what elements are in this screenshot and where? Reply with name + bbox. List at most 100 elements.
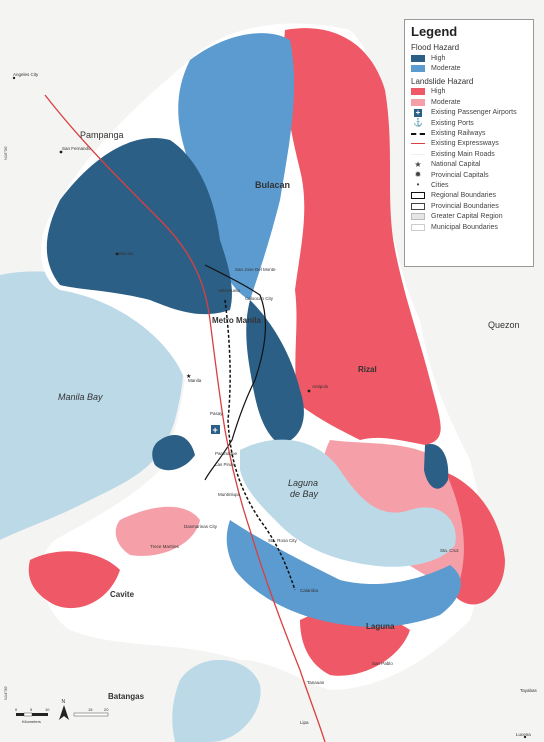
legend-label: Existing Passenger Airports [431,109,517,117]
label-caloocan: Caloocan City [245,296,274,301]
label-las-pinas: Las Pinas [215,462,236,467]
legend-item-landslide-moderate: Moderate [411,97,527,107]
airport-icon [211,425,220,434]
flood-moderate-area [178,33,295,301]
label-san-fernando: San Fernando [62,146,91,151]
label-valenzuela: Valenzuela [218,288,240,293]
label-laguna: Laguna [366,622,395,631]
label-calamba: Calamba [300,588,319,593]
label-trece: Trece Martires [150,544,180,549]
legend-label: Greater Capital Region [431,213,503,221]
legend-item-main-roads: Existing Main Roads [411,149,527,159]
legend-item-flood-moderate: Moderate [411,63,527,73]
city-dot [307,389,311,393]
flood-moderate-area-2 [226,520,461,627]
label-laguna-de-bay-2: de Bay [290,489,319,499]
city-dot [115,252,119,256]
label-manila: Manila [188,378,202,383]
legend-label: Cities [431,181,449,189]
legend-item-ports: ⚓Existing Ports [411,118,527,128]
landslide-high-area [283,28,441,445]
legend-label: High [431,54,446,62]
label-malolos: Malolos [118,251,134,256]
scale-bar-segment [32,713,48,716]
legend-flood-heading: Flood Hazard [411,43,460,52]
legend-label: National Capital [431,161,481,169]
legend-item-national-capital: ★ National Capital [411,160,527,170]
swatch-flood-moderate [411,65,425,73]
landslide-high-area-3 [28,551,120,609]
flood-high-area-2 [246,300,304,445]
label-metro-manila: Metro Manila [212,316,261,325]
label-antipolo: Antipolo [312,384,329,389]
flood-high-area-3 [152,435,195,471]
legend-label: Provincial Capitals [431,171,489,179]
legend-item-railways: Existing Railways [411,128,527,138]
city-dot [59,150,63,154]
legend-label: Provincial Boundaries [431,202,499,210]
legend-item-greater-capital: Greater Capital Region [411,211,527,221]
airport-plus: + [213,425,218,435]
scale-tick: 15 [88,707,93,712]
label-laguna-de-bay-1: Laguna [288,478,318,488]
legend-label: Moderate [431,98,461,106]
label-cavite: Cavite [110,590,135,599]
map-legend: Legend Flood Hazard High Moderate Landsl… [404,19,534,267]
swatch-landslide-high [411,88,425,96]
expressway-line [44,94,326,742]
railway-legend-line [411,132,425,135]
label-rizal: Rizal [358,365,377,374]
swatch-greater-capital [411,213,425,221]
legend-item-cities: •Cities [411,180,527,190]
main-road-legend-line [411,153,425,155]
label-manila-bay: Manila Bay [58,392,103,402]
scale-tick: 5 [30,707,33,712]
coord-label-1: N15°30' [3,146,8,160]
label-pampanga: Pampanga [80,130,124,140]
flood-high-area-4 [424,444,449,489]
north-arrow-icon [59,705,69,720]
port-icon: ⚓ [413,118,423,128]
label-tayabas: Tayabas [520,688,538,693]
label-sta-rosa: Sta. Rosa City [268,538,298,543]
scale-bar-segment [73,712,109,717]
coord-label-2: N14°30' [3,686,8,700]
provincial-capital-icon: ✹ [414,170,422,180]
legend-item-municipal-boundaries: Municipal Boundaries [411,222,527,232]
legend-item-flood-high: High [411,53,527,63]
swatch-landslide-moderate [411,98,425,106]
city-dot [12,76,16,80]
airport-legend-icon: + [414,107,422,117]
laguna-de-bay-water [240,439,456,567]
label-dasmarinas: Dasmarinas City [184,524,218,529]
legend-item-airports: + Existing Passenger Airports [411,108,527,118]
legend-landslide-heading: Landslide Hazard [411,76,474,86]
legend-label: Existing Main Roads [431,150,495,158]
expressway-legend-line [411,143,425,145]
scale-bar-segment [23,712,33,717]
swatch-flood-high [411,54,425,62]
label-muntinlupa: Muntinlupa [218,492,241,497]
scale-bar-segment [16,713,24,716]
legend-label: Existing Railways [431,130,486,138]
legend-label: Existing Expressways [431,140,499,148]
label-pasay: Pasay [210,411,223,416]
swatch-municipal-boundary [411,223,425,231]
manila-bay-water [0,271,184,540]
star-icon: ★ [414,159,422,169]
label-tanauan: Tanauan [307,680,325,685]
city-dot [523,735,527,739]
label-bulacan: Bulacan [255,180,290,190]
label-sjdm: San Jose Del Monte [235,267,276,272]
swatch-regional-boundary [411,192,425,200]
label-san-pablo: San Pablo [372,661,393,666]
north-label: N [62,699,66,705]
legend-item-provincial-capitals: ✹ Provincial Capitals [411,170,527,180]
scale-tick: 0 [15,707,18,712]
legend-title: Legend [411,24,458,39]
legend-label: Moderate [431,65,461,73]
label-angeles: Angeles City [13,72,39,77]
label-sta-cruz: Sta. Cruz [440,548,460,553]
scale-tick: 10 [45,707,50,712]
legend-item-provincial-boundaries: Provincial Boundaries [411,201,527,211]
